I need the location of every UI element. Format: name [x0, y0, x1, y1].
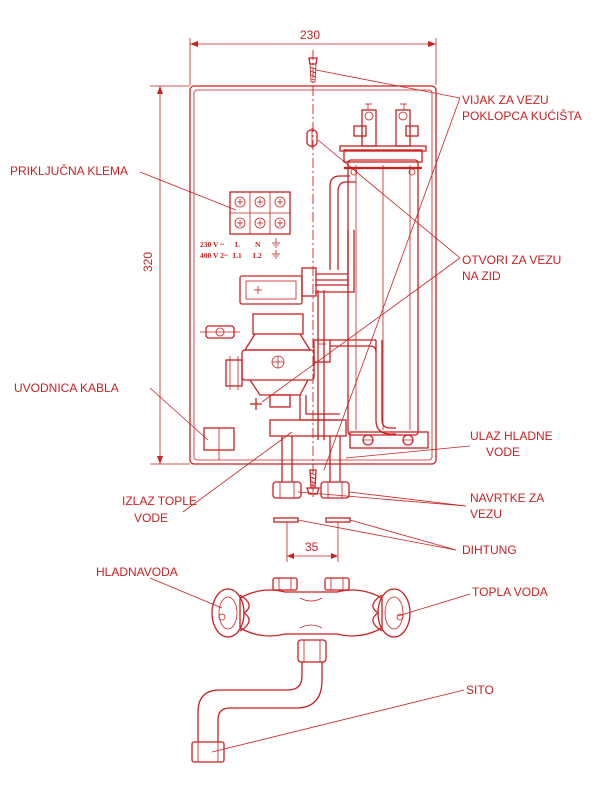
terminal-row2-voltage: 400 V 2~ — [200, 251, 228, 260]
spacing-dimension: 35 — [286, 522, 339, 562]
label-uvodnica: UVODNICA KABLA — [14, 381, 119, 395]
label-sito: SITO — [466, 683, 494, 697]
terminal-block — [229, 191, 291, 235]
width-dimension: 230 — [189, 28, 437, 85]
thermal-fuse — [200, 325, 240, 339]
terminal-row2-n: L2 — [253, 251, 262, 260]
label-prikljucna: PRIKLJUČNA KLEMA — [10, 163, 128, 178]
label-otvori-line1: OTVORI ZA VEZU — [462, 253, 561, 267]
ground-icon — [272, 238, 280, 248]
terminal-row1-n: N — [255, 240, 261, 249]
height-dimension-label: 320 — [141, 252, 155, 272]
leader-lines — [139, 69, 471, 753]
label-otvori-line2: NA ZID — [462, 269, 501, 283]
label-vijak-line1: VIJAK ZA VEZU — [462, 93, 549, 107]
left-pipe-stub — [225, 356, 243, 390]
label-hladna: HLADNAVODA — [96, 565, 178, 579]
callouts: VIJAK ZA VEZU POKLOPCA KUĆIŠTA PRIKLJUČN… — [10, 93, 582, 697]
label-vijak-line2: POKLOPCA KUĆIŠTA — [462, 108, 582, 123]
label-navrtke-line2: VEZU — [470, 507, 502, 521]
spacing-dimension-label: 35 — [305, 540, 319, 554]
wall-hole-bottom-icon — [250, 398, 262, 410]
bottom-screw-icon — [306, 469, 320, 495]
height-dimension: 320 — [141, 85, 190, 465]
label-izlaz-line2: VODE — [134, 511, 168, 525]
label-izlaz-line1: IZLAZ TOPLE — [122, 494, 197, 508]
cover-screw-icon — [308, 57, 318, 83]
label-topla: TOPLA VODA — [472, 585, 548, 599]
ground-icon-2 — [272, 250, 280, 259]
terminal-row2-l: L1 — [233, 251, 242, 260]
internal-pipes — [299, 175, 396, 440]
outlet-pipes — [269, 419, 350, 499]
cable-entry — [203, 427, 235, 460]
wall-hole-top-icon — [306, 128, 318, 148]
label-ulaz-line1: ULAZ HLADNE — [470, 429, 553, 443]
faucet — [191, 577, 411, 763]
terminal-markings: 230 V ~ L N 400 V 2~ L1 L2 — [200, 238, 280, 260]
width-dimension-label: 230 — [300, 28, 320, 42]
gaskets — [273, 517, 351, 523]
label-dihtung: DIHTUNG — [462, 543, 517, 557]
label-ulaz-line2: VODE — [486, 445, 520, 459]
heating-tank — [339, 103, 427, 436]
microswitch — [239, 267, 348, 305]
flow-valve — [241, 313, 331, 408]
terminal-row1-l: L — [235, 240, 240, 249]
bottom-bracket — [349, 431, 429, 449]
terminal-row1-voltage: 230 V ~ — [200, 240, 224, 249]
label-navrtke-line1: NAVRTKE ZA — [470, 491, 544, 505]
